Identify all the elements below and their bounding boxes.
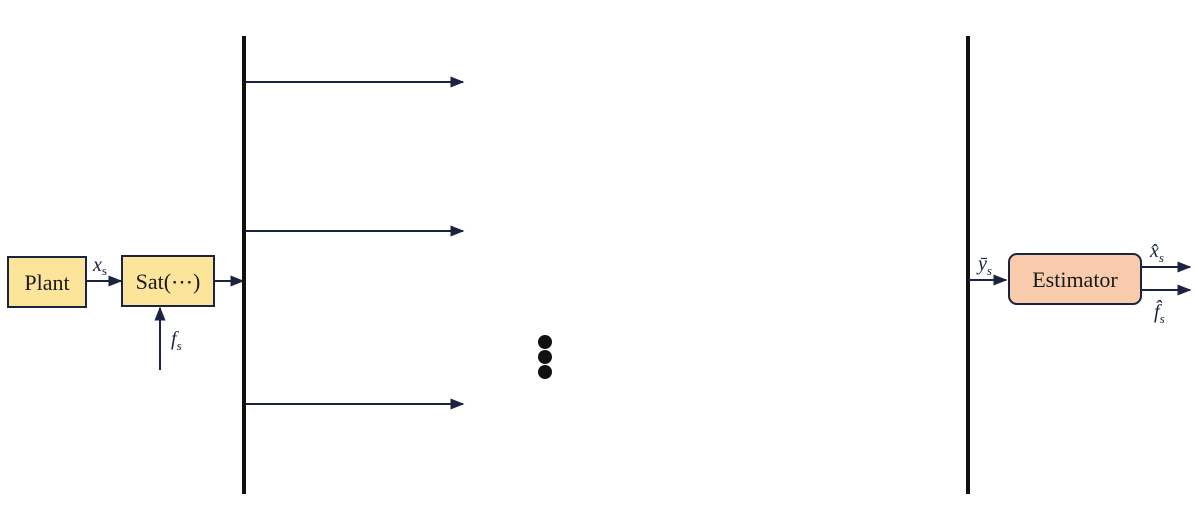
fused-output-label: ȳs bbox=[976, 253, 992, 278]
estimator-label: Estimator bbox=[1032, 267, 1118, 292]
state-estimate-label: x̂s bbox=[1149, 240, 1164, 265]
fault-label: fs bbox=[171, 328, 182, 353]
state-label: xs bbox=[92, 254, 107, 278]
plant-block: Plant bbox=[7, 256, 87, 308]
saturation-label: Sat(⋯) bbox=[136, 269, 201, 294]
saturation-block: Sat(⋯) bbox=[121, 255, 215, 307]
estimator-block: Estimator bbox=[1008, 253, 1142, 305]
plant-label: Plant bbox=[24, 270, 69, 295]
fault-estimate-label: f̂s bbox=[1154, 299, 1165, 326]
ellipsis-dots bbox=[538, 335, 552, 379]
